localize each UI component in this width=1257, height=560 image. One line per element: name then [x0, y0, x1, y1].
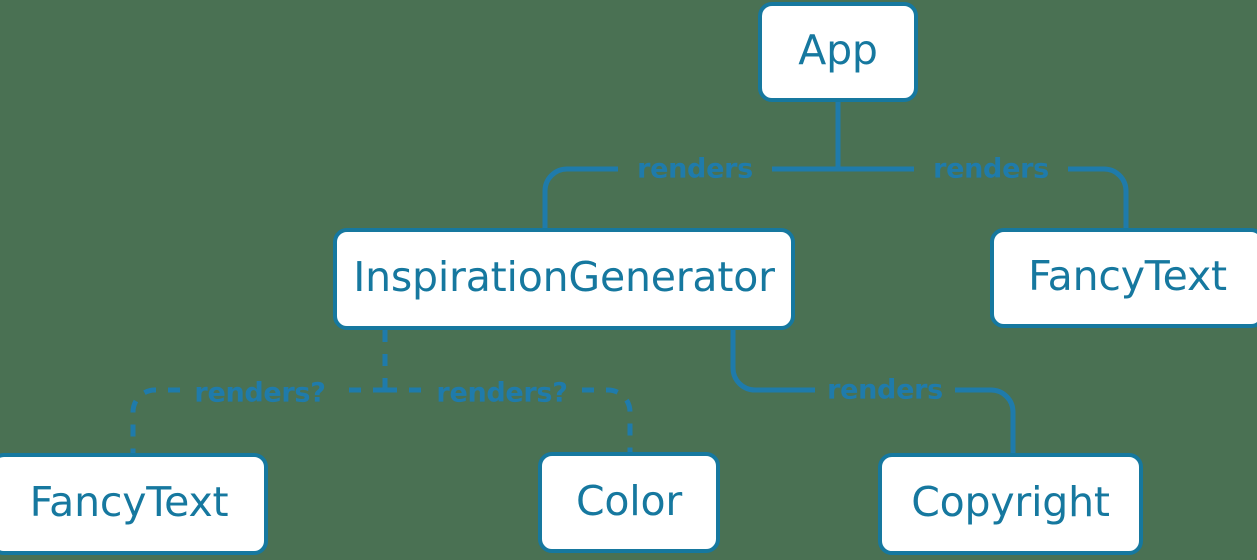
- edge-app-inspiration-left-seg: [542, 166, 618, 228]
- edge-label-app-to-inspiration-generator: renders: [637, 153, 753, 185]
- node-color-label: Color: [575, 476, 683, 525]
- edge-ig-copyright-tail: [955, 387, 1016, 453]
- node-fancytext-right-label: FancyText: [1028, 252, 1227, 300]
- node-fancytext-bottom[interactable]: FancyText: [0, 453, 268, 555]
- node-inspiration-generator[interactable]: InspirationGenerator: [333, 228, 795, 330]
- edge-label-app-to-fancytext: renders: [933, 153, 1049, 185]
- edge-label-inspiration-generator-to-color: renders?: [436, 377, 568, 409]
- edge-ig-fancytext-dashed-left-seg: [130, 387, 180, 453]
- node-fancytext-bottom-label: FancyText: [29, 478, 229, 526]
- node-color[interactable]: Color: [538, 452, 720, 553]
- edge-label-inspiration-generator-to-fancytext: renders?: [194, 377, 326, 409]
- node-fancytext-right[interactable]: FancyText: [990, 228, 1257, 328]
- edge-app-fancytext-right-seg: [1068, 166, 1129, 228]
- node-app[interactable]: App: [758, 2, 918, 102]
- node-inspiration-generator-label: InspirationGenerator: [353, 253, 775, 301]
- edge-ig-color-dashed-right-seg: [582, 387, 633, 452]
- node-copyright[interactable]: Copyright: [878, 453, 1143, 555]
- edge-label-inspiration-generator-to-copyright: renders: [827, 374, 943, 406]
- edge-ig-copyright-stem: [730, 330, 815, 393]
- node-copyright-label: Copyright: [911, 478, 1110, 526]
- node-app-label: App: [798, 26, 878, 74]
